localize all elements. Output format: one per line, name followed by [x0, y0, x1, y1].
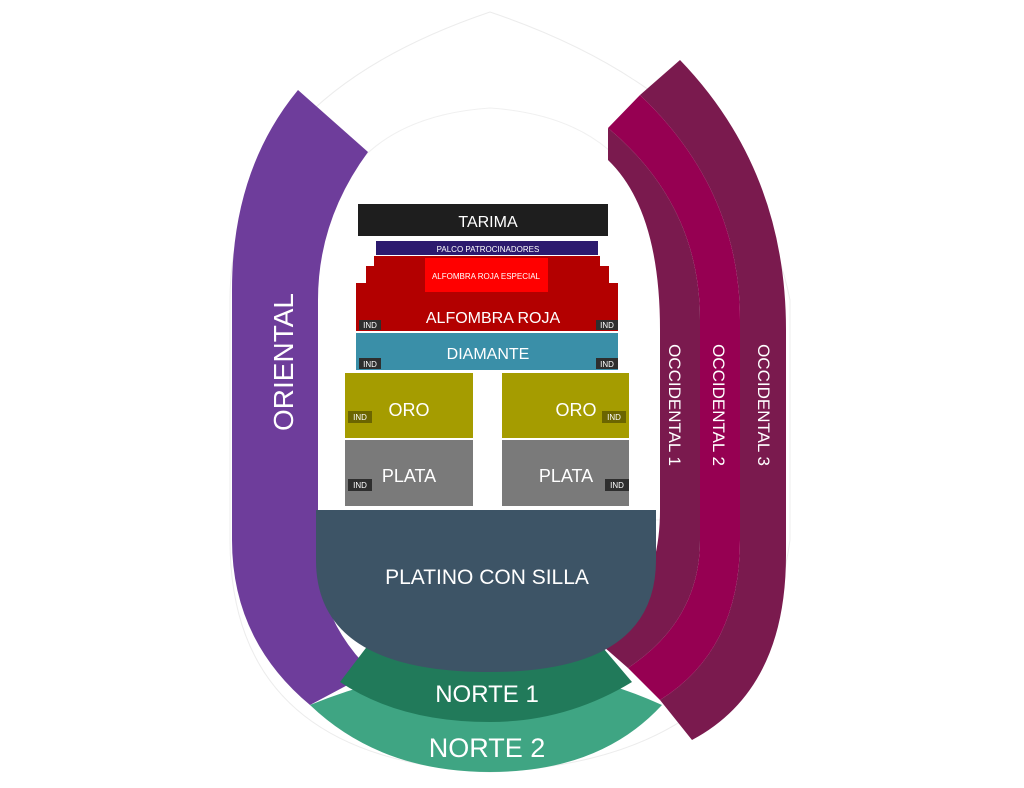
- section-occidental-3-shape[interactable]: [640, 60, 786, 740]
- section-diamante[interactable]: DIAMANTE IND IND: [356, 333, 618, 370]
- section-tarima-shape[interactable]: [358, 204, 608, 236]
- section-oro-right-label: ORO: [555, 400, 596, 420]
- section-alfombra-roja-shape[interactable]: [356, 256, 618, 331]
- section-diamante-shape[interactable]: [356, 333, 618, 370]
- section-oro-left-label: ORO: [388, 400, 429, 420]
- section-occidental-3[interactable]: OCCIDENTAL 3: [640, 60, 786, 740]
- section-palco-label: PALCO PATROCINADORES: [437, 245, 540, 254]
- section-platino-label: PLATINO CON SILLA: [385, 566, 589, 589]
- ind-label-oro-left: IND: [353, 413, 367, 422]
- section-palco-patrocinadores[interactable]: PALCO PATROCINADORES: [376, 241, 598, 255]
- ind-badge-alfombra-right: [596, 320, 618, 330]
- section-plata-right-shape[interactable]: [502, 440, 629, 506]
- section-occidental-1[interactable]: OCCIDENTAL 1: [596, 128, 700, 668]
- section-plata-right[interactable]: PLATA IND: [502, 440, 629, 506]
- section-occidental-2-label: OCCIDENTAL 2: [709, 344, 728, 466]
- ind-badge-oro-right: [602, 411, 626, 423]
- section-oro-left[interactable]: ORO IND: [345, 373, 473, 438]
- section-alfombra-especial-label: ALFOMBRA ROJA ESPECIAL: [432, 272, 541, 281]
- ind-label-plata-left: IND: [353, 481, 367, 490]
- section-occidental-1-label: OCCIDENTAL 1: [665, 344, 684, 466]
- section-oro-left-shape[interactable]: [345, 373, 473, 438]
- section-plata-left[interactable]: PLATA IND: [345, 440, 473, 506]
- ind-badge-diamante-left: [359, 358, 381, 369]
- section-palco-shape[interactable]: [376, 241, 598, 255]
- section-platino-con-silla[interactable]: PLATINO CON SILLA: [316, 510, 656, 672]
- ind-badge-plata-left: [348, 479, 372, 491]
- section-alfombra-roja-label: ALFOMBRA ROJA: [426, 310, 561, 327]
- ind-label-alfombra-left: IND: [363, 321, 377, 330]
- section-oriental-shape[interactable]: [232, 90, 372, 705]
- section-plata-right-label: PLATA: [539, 466, 593, 486]
- ind-label-oro-right: IND: [607, 413, 621, 422]
- ind-badge-diamante-right: [596, 358, 618, 369]
- section-tarima-label: TARIMA: [458, 214, 518, 231]
- section-alfombra-especial-shape[interactable]: [425, 258, 548, 292]
- section-norte-2-label: NORTE 2: [429, 733, 546, 763]
- section-plata-left-shape[interactable]: [345, 440, 473, 506]
- section-oro-right[interactable]: ORO IND: [502, 373, 629, 438]
- ind-badge-oro-left: [348, 411, 372, 423]
- ind-label-diamante-left: IND: [363, 360, 377, 369]
- section-occidental-3-label: OCCIDENTAL 3: [754, 344, 773, 466]
- section-tarima[interactable]: TARIMA: [358, 204, 608, 236]
- section-occidental-2-shape[interactable]: [608, 95, 740, 700]
- section-plata-left-label: PLATA: [382, 466, 436, 486]
- section-oro-right-shape[interactable]: [502, 373, 629, 438]
- section-occidental-2[interactable]: OCCIDENTAL 2: [608, 95, 740, 700]
- section-alfombra-roja[interactable]: ALFOMBRA ROJA IND IND: [356, 256, 618, 331]
- ind-badge-plata-right: [605, 479, 629, 491]
- section-diamante-label: DIAMANTE: [447, 346, 530, 363]
- section-platino-shape[interactable]: [316, 510, 656, 672]
- section-occidental-1-shape[interactable]: [596, 128, 700, 668]
- section-oriental-label: ORIENTAL: [268, 293, 299, 431]
- ind-label-diamante-right: IND: [600, 360, 614, 369]
- ind-badge-alfombra-left: [359, 320, 381, 330]
- section-norte-1-label: NORTE 1: [435, 681, 539, 708]
- ind-label-plata-right: IND: [610, 481, 624, 490]
- ind-label-alfombra-right: IND: [600, 321, 614, 330]
- section-alfombra-roja-especial[interactable]: ALFOMBRA ROJA ESPECIAL: [425, 258, 548, 292]
- section-oriental[interactable]: ORIENTAL: [232, 90, 372, 705]
